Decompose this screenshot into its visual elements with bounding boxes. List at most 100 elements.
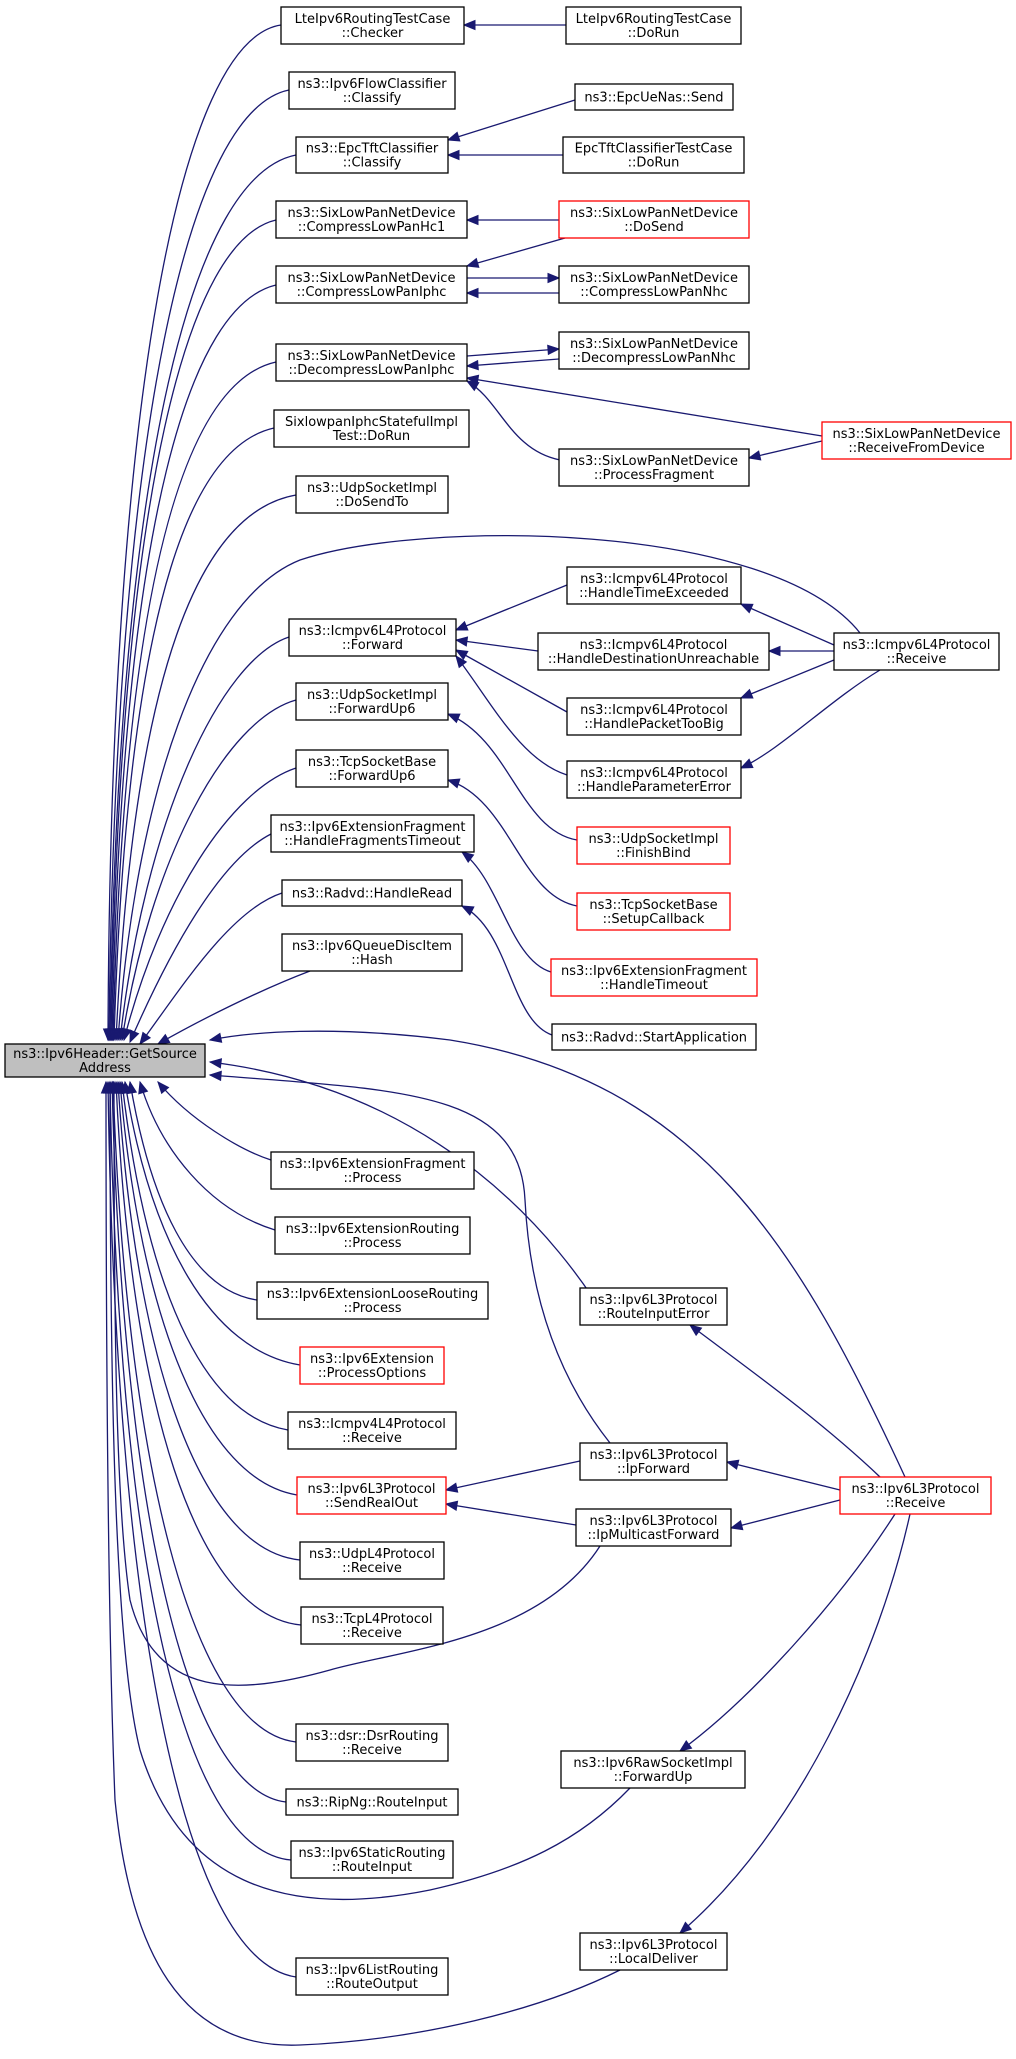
- node-udpFinishBind[interactable]: ns3::UdpSocketImpl::FinishBind: [576, 826, 731, 865]
- node-label: ns3::EpcUeNas::Send: [584, 91, 723, 106]
- node-box: [576, 826, 731, 865]
- node-label: ns3::Ipv6ListRouting: [306, 1963, 439, 1978]
- node-fragHandleTimeout[interactable]: ns3::Ipv6ExtensionFragment::HandleTimeou…: [550, 958, 758, 997]
- edge-localDeliver-to-root-arrowhead: [100, 1080, 112, 1094]
- node-label: ns3::SixLowPanNetDevice: [570, 454, 738, 469]
- node-box: [295, 136, 449, 174]
- node-label: ns3::Ipv6L3Protocol: [590, 1514, 718, 1529]
- edge-ipForward-to-sendRealOut: [444, 1460, 581, 1493]
- node-udpL4Receive[interactable]: ns3::UdpL4Protocol::Receive: [299, 1541, 445, 1580]
- node-box: [839, 1476, 992, 1515]
- node-label: ::RouteOutput: [326, 1977, 418, 1992]
- edge-icmpHandleDestUnreach-to-icmpForward-arrowhead: [454, 636, 469, 647]
- node-rawForwardUp[interactable]: ns3::Ipv6RawSocketImpl::ForwardUp: [560, 1750, 746, 1789]
- edge-icmpv4Receive-to-root: [118, 1080, 289, 1431]
- edge-icmpHandleDestUnreach-to-icmpForward: [454, 636, 539, 652]
- node-label: ns3::TcpL4Protocol: [311, 1612, 432, 1627]
- node-decompressIphc[interactable]: ns3::SixLowPanNetDevice::DecompressLowPa…: [275, 343, 468, 382]
- edge-tcpForwardUp6-to-root-line: [123, 767, 297, 1041]
- node-box: [275, 200, 468, 239]
- node-label: ns3::Icmpv6L4Protocol: [580, 638, 728, 653]
- node-label: ::Receive: [342, 1626, 402, 1641]
- node-sendRealOut[interactable]: ns3::Ipv6L3Protocol::SendRealOut: [296, 1476, 447, 1515]
- node-box: [295, 749, 449, 788]
- node-staticRouteInput[interactable]: ns3::Ipv6StaticRouting::RouteInput: [290, 1840, 454, 1879]
- node-lteChecker[interactable]: LteIpv6RoutingTestCase::Checker: [280, 6, 465, 45]
- node-processFragment[interactable]: ns3::SixLowPanNetDevice::ProcessFragment: [558, 448, 750, 487]
- node-label: ns3::Icmpv4L4Protocol: [298, 1417, 446, 1432]
- edge-epcUeNasSend-to-epcTftClassify-line: [447, 99, 576, 141]
- edge-fragProcess-to-root: [157, 1080, 272, 1161]
- node-label: ns3::SixLowPanNetDevice: [570, 206, 738, 221]
- node-label: ::RouteInputError: [598, 1307, 711, 1322]
- node-fragHandleFragTimeout[interactable]: ns3::Ipv6ExtensionFragment::HandleFragme…: [270, 814, 475, 853]
- node-icmpHandlePacketTooBig[interactable]: ns3::Icmpv6L4Protocol::HandlePacketTooBi…: [566, 697, 742, 736]
- node-udpDoSendTo[interactable]: ns3::UdpSocketImpl::DoSendTo: [295, 475, 449, 514]
- node-box: [579, 1932, 728, 1971]
- node-epcTftClassify[interactable]: ns3::EpcTftClassifier::Classify: [295, 136, 449, 174]
- node-tcpSetupCallback[interactable]: ns3::TcpSocketBase::SetupCallback: [576, 892, 731, 931]
- node-label: ns3::Ipv6L3Protocol: [590, 1938, 718, 1953]
- edge-icmpv6Receive-to-icmpHandleParamError-arrowhead: [739, 758, 754, 769]
- node-lteDoRun[interactable]: LteIpv6RoutingTestCase::DoRun: [565, 6, 742, 45]
- node-label: ns3::Ipv6StaticRouting: [298, 1846, 445, 1861]
- node-looseRoutingProcess[interactable]: ns3::Ipv6ExtensionLooseRouting::Process: [256, 1281, 489, 1320]
- node-receiveFromDevice[interactable]: ns3::SixLowPanNetDevice::ReceiveFromDevi…: [821, 421, 1012, 460]
- node-compressNhc[interactable]: ns3::SixLowPanNetDevice::CompressLowPanN…: [558, 265, 750, 304]
- node-icmpHandleParamError[interactable]: ns3::Icmpv6L4Protocol::HandleParameterEr…: [566, 760, 742, 799]
- edge-fragProcess-to-root-line: [157, 1081, 272, 1161]
- node-ripNgRouteInput[interactable]: ns3::RipNg::RouteInput: [285, 1788, 459, 1816]
- edge-icmpv4Receive-to-root-line: [121, 1081, 289, 1431]
- node-sixDoSend[interactable]: ns3::SixLowPanNetDevice::DoSend: [558, 200, 750, 239]
- node-epcUeNasSend[interactable]: ns3::EpcUeNas::Send: [574, 83, 734, 111]
- node-processOptions[interactable]: ns3::Ipv6Extension::ProcessOptions: [299, 1346, 445, 1385]
- edge-tcpSetupCallback-to-tcpForwardUp6-line: [447, 779, 578, 907]
- node-radvdStartApp[interactable]: ns3::Radvd::StartApplication: [551, 1023, 757, 1051]
- edge-icmpv6Receive-to-icmpHandleDestUnreach-arrowhead: [767, 645, 781, 657]
- node-dsrReceive[interactable]: ns3::dsr::DsrRouting::Receive: [295, 1723, 449, 1762]
- node-ipv6FlowClassify[interactable]: ns3::Ipv6FlowClassifier::Classify: [288, 71, 456, 110]
- edge-ipMulticastForward-to-sendRealOut: [444, 1500, 577, 1526]
- node-label: ::DoSendTo: [335, 495, 408, 510]
- node-label: ::Receive: [342, 1743, 402, 1758]
- node-routingProcess[interactable]: ns3::Ipv6ExtensionRouting::Process: [274, 1216, 471, 1255]
- node-fragProcess[interactable]: ns3::Ipv6ExtensionFragment::Process: [270, 1151, 475, 1190]
- edge-l3Receive-to-ipMulticastForward-arrowhead: [729, 1520, 744, 1531]
- node-box: [273, 409, 470, 448]
- edge-decompressIphc-to-decompressNhc-arrowhead: [547, 344, 561, 356]
- node-box: [288, 618, 457, 657]
- edge-compressNhc-to-compressIphc: [465, 287, 559, 299]
- node-icmpHandleDestUnreach[interactable]: ns3::Icmpv6L4Protocol::HandleDestination…: [537, 632, 770, 671]
- edge-routingProcess-to-root-line: [139, 1081, 276, 1231]
- node-l3Receive[interactable]: ns3::Ipv6L3Protocol::Receive: [839, 1476, 992, 1515]
- node-ipMulticastForward[interactable]: ns3::Ipv6L3Protocol::IpMulticastForward: [575, 1508, 732, 1547]
- node-localDeliver[interactable]: ns3::Ipv6L3Protocol::LocalDeliver: [579, 1932, 728, 1971]
- node-icmpHandleTimeExceeded[interactable]: ns3::Icmpv6L4Protocol::HandleTimeExceede…: [566, 566, 742, 605]
- node-tcpForwardUp6[interactable]: ns3::TcpSocketBase::ForwardUp6: [295, 749, 449, 788]
- node-box: [550, 958, 758, 997]
- node-udpForwardUp6[interactable]: ns3::UdpSocketImpl::ForwardUp6: [295, 682, 449, 721]
- node-box: [562, 136, 745, 174]
- edge-l3Receive-to-ipMulticastForward-line: [730, 1499, 841, 1529]
- node-icmpv4Receive[interactable]: ns3::Icmpv4L4Protocol::Receive: [287, 1411, 457, 1450]
- edge-sendRealOut-to-root-line: [119, 1081, 298, 1496]
- node-box: [287, 1411, 457, 1450]
- node-queueDiscHash[interactable]: ns3::Ipv6QueueDiscItem::Hash: [281, 933, 463, 972]
- node-icmpForward[interactable]: ns3::Icmpv6L4Protocol::Forward: [288, 618, 457, 657]
- node-compressHc1[interactable]: ns3::SixLowPanNetDevice::CompressLowPanH…: [275, 200, 468, 239]
- node-decompressNhc[interactable]: ns3::SixLowPanNetDevice::DecompressLowPa…: [558, 331, 750, 370]
- edge-routeInputError-to-root-arrowhead: [208, 1058, 223, 1069]
- node-radvdHandleRead[interactable]: ns3::Radvd::HandleRead: [281, 879, 463, 907]
- node-listRouteOutput[interactable]: ns3::Ipv6ListRouting::RouteOutput: [295, 1957, 449, 1996]
- node-label: ns3::Ipv6ExtensionFragment: [279, 1157, 465, 1172]
- node-tcpL4Receive[interactable]: ns3::TcpL4Protocol::Receive: [300, 1606, 444, 1645]
- node-box: [290, 1840, 454, 1879]
- node-icmpv6Receive[interactable]: ns3::Icmpv6L4Protocol::Receive: [833, 632, 1000, 671]
- node-epcTftTestDoRun[interactable]: EpcTftClassifierTestCase::DoRun: [562, 136, 745, 174]
- node-ipForward[interactable]: ns3::Ipv6L3Protocol::IpForward: [579, 1442, 728, 1481]
- node-routeInputError[interactable]: ns3::Ipv6L3Protocol::RouteInputError: [579, 1287, 728, 1326]
- node-compressIphc[interactable]: ns3::SixLowPanNetDevice::CompressLowPanI…: [275, 265, 468, 304]
